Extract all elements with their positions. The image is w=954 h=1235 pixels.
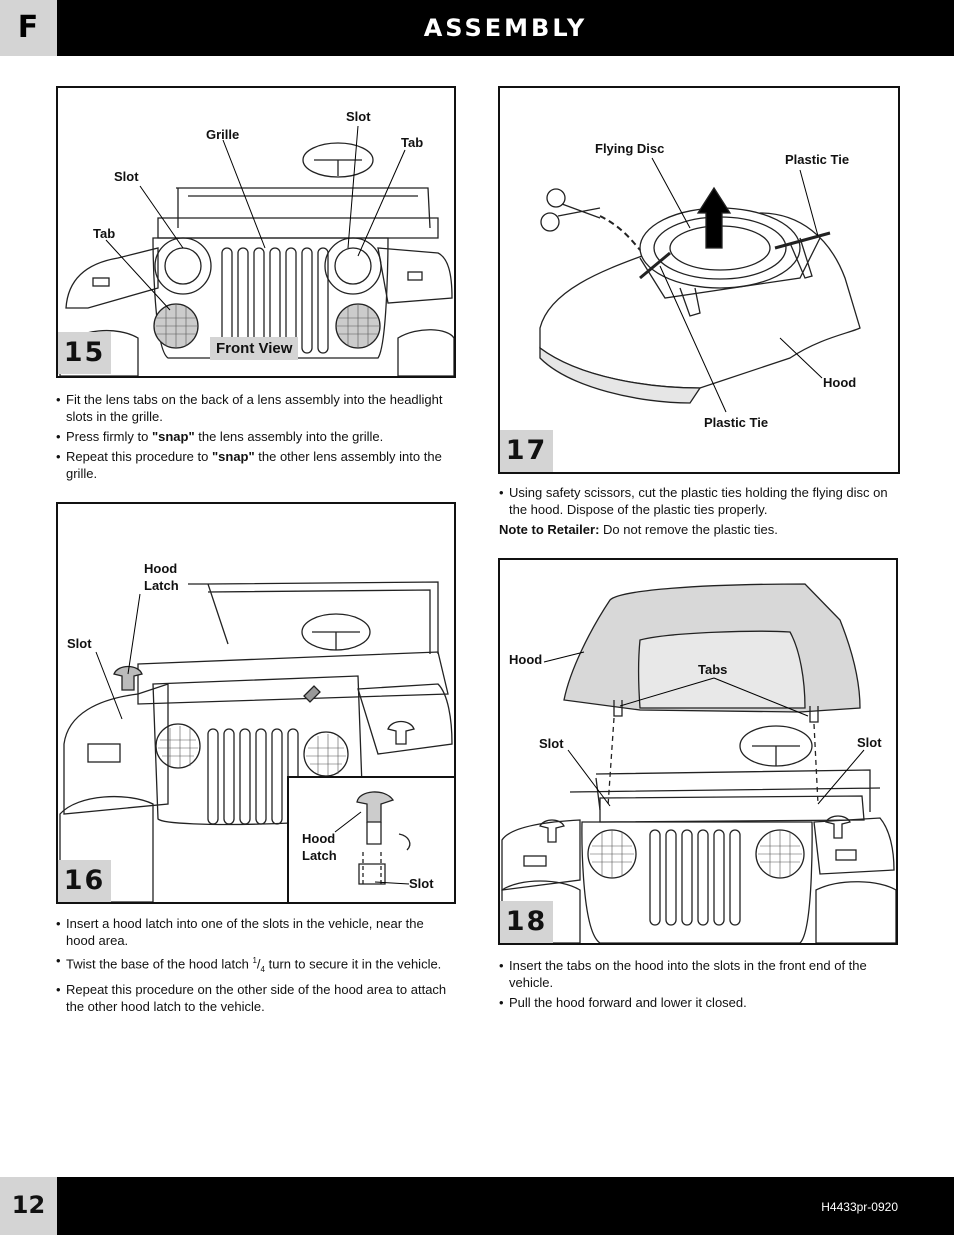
instruction-item: Insert the tabs on the hood into the slo… <box>499 957 891 991</box>
step-15-instructions: Fit the lens tabs on the back of a lens … <box>56 391 448 485</box>
instruction-item: Fit the lens tabs on the back of a lens … <box>56 391 448 425</box>
label-tab-left: Tab <box>93 226 116 241</box>
step-number: 18 <box>500 901 553 943</box>
label-tab-top: Tab <box>401 135 424 150</box>
scissors-icon <box>540 188 601 232</box>
section-letter: F <box>17 10 40 45</box>
label-slot-left: Slot <box>114 169 139 184</box>
document-code: H4433pr-0920 <box>821 1200 898 1214</box>
instruction-item: Twist the base of the hood latch 1/4 tur… <box>56 952 448 978</box>
step-number: 15 <box>58 332 111 374</box>
label-slot-left: Slot <box>539 736 564 751</box>
label-slot-right: Slot <box>857 735 882 750</box>
header-bar <box>57 0 954 56</box>
page-number-tab <box>0 1177 57 1235</box>
retailer-note: Note to Retailer: Do not remove the plas… <box>499 522 778 537</box>
instruction-item: Press firmly to "snap" the lens assembly… <box>56 428 448 445</box>
label-hood: Hood <box>823 375 857 390</box>
instruction-item: Using safety scissors, cut the plastic t… <box>499 484 894 518</box>
step-16-instructions: Insert a hood latch into one of the slot… <box>56 915 448 1018</box>
figure-step-15: Grille Slot Tab Slot Tab Front View 15 <box>56 86 456 378</box>
label-tabs: Tabs <box>698 662 728 677</box>
instruction-item: Pull the hood forward and lower it close… <box>499 994 891 1011</box>
figure-step-17: Flying Disc Plastic Tie Hood Plastic Tie… <box>498 86 900 474</box>
label-slot: Slot <box>67 636 92 651</box>
step-17-instructions: Using safety scissors, cut the plastic t… <box>499 484 894 521</box>
section-tab <box>0 0 57 56</box>
label-plastic-tie-top: Plastic Tie <box>785 152 850 167</box>
label-plastic-tie-bottom: Plastic Tie <box>704 415 769 430</box>
label-hood-latch-inset: Hood Latch <box>302 831 337 863</box>
instruction-item: Repeat this procedure on the other side … <box>56 981 448 1015</box>
instruction-item: Insert a hood latch into one of the slot… <box>56 915 448 949</box>
label-slot-inset: Slot <box>409 876 434 891</box>
label-hood: Hood <box>509 652 543 667</box>
footer-bar <box>57 1177 954 1235</box>
label-flying-disc: Flying Disc <box>595 141 665 156</box>
step-number: 16 <box>58 860 111 902</box>
label-slot-top: Slot <box>346 109 371 124</box>
page-title: ASSEMBLY <box>423 14 588 42</box>
figure-step-16: Hood Latch Slot Hood Latch Slot 16 <box>56 502 456 904</box>
front-view-label: Front View <box>210 337 299 360</box>
instruction-item: Repeat this procedure to "snap" the othe… <box>56 448 448 482</box>
inset-detail: Hood Latch Slot <box>287 776 454 902</box>
step-number: 17 <box>500 430 553 472</box>
label-hood-latch: Hood Latch <box>144 561 179 593</box>
label-grille: Grille <box>206 127 240 142</box>
page-number: 12 <box>11 1191 46 1219</box>
step-18-instructions: Insert the tabs on the hood into the slo… <box>499 957 891 1014</box>
figure-step-18: Hood Tabs Slot Slot 18 <box>498 558 898 945</box>
